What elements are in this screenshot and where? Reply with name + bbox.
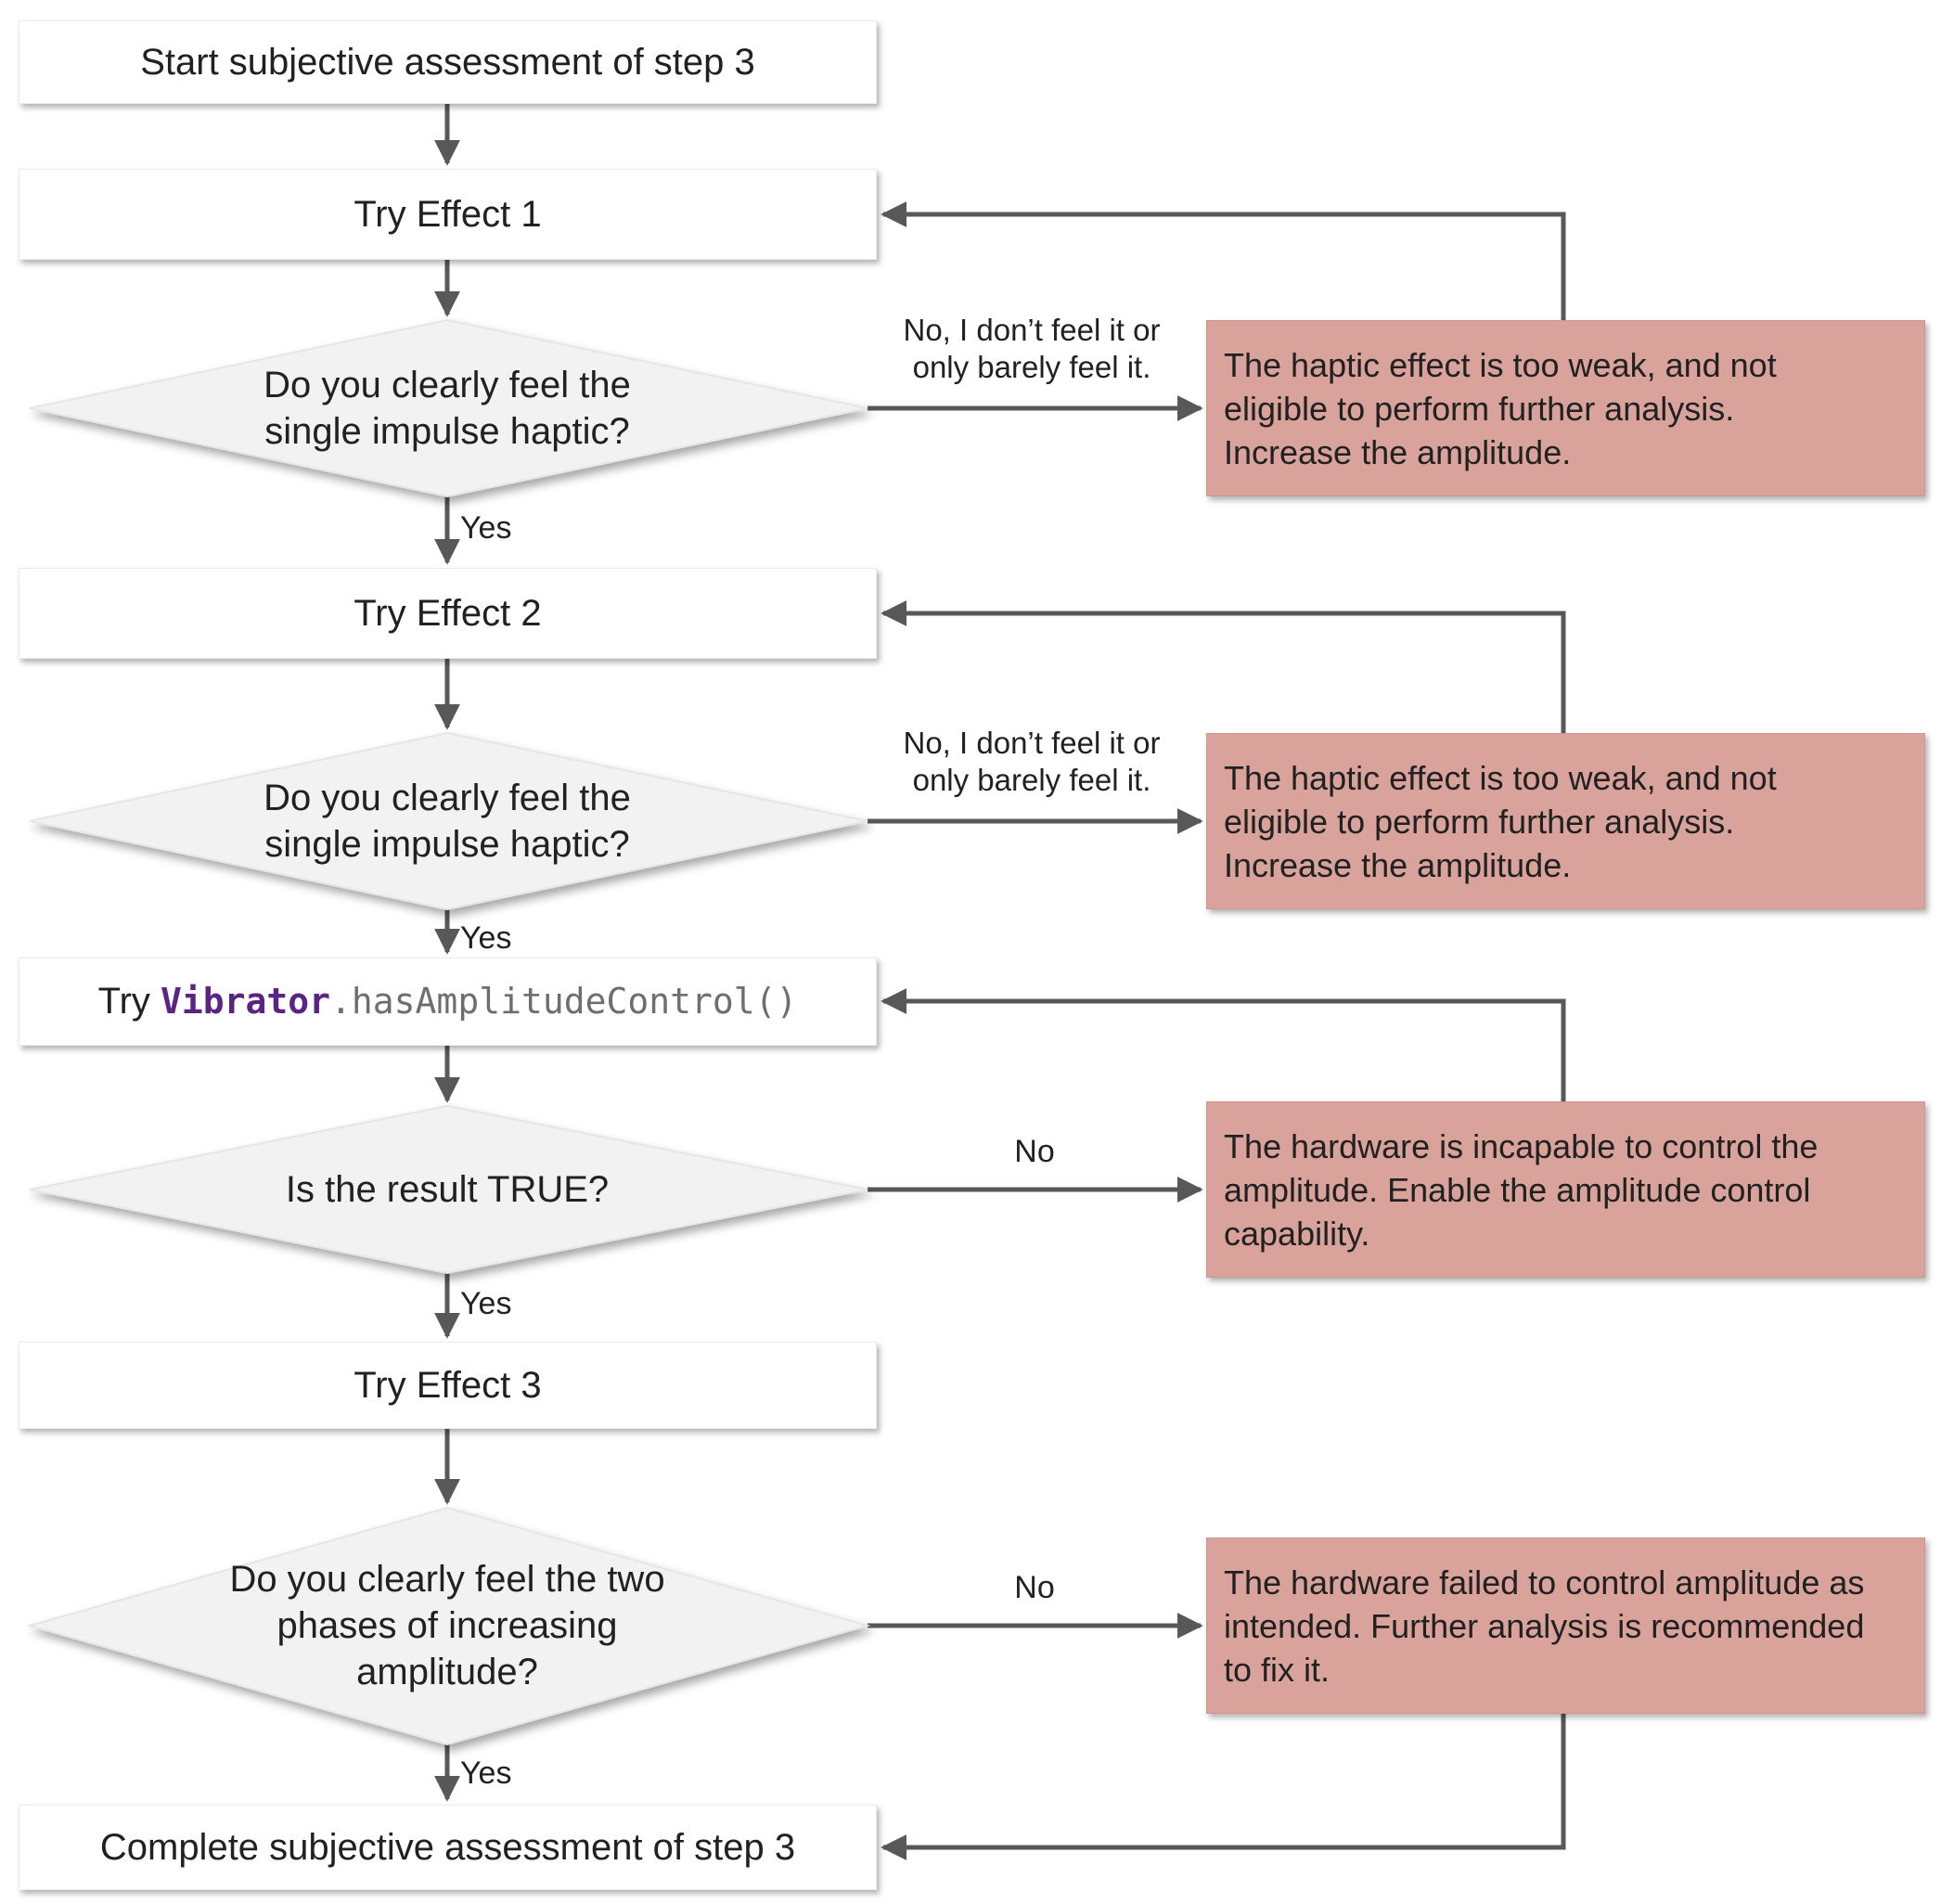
node-try-effect-1: Try Effect 1: [19, 169, 877, 260]
edge-label-no-2: No, I don’t feel it or only barely feel …: [903, 726, 1161, 797]
api-call-prefix: Try: [97, 981, 161, 1022]
node-complete: Complete subjective assessment of step 3: [19, 1805, 877, 1890]
node-try-effect-3: Try Effect 3: [19, 1342, 877, 1429]
node-try-effect-1-label: Try Effect 1: [353, 193, 542, 235]
fail-box-2-text: The haptic effect is too weak, and not e…: [1224, 758, 1777, 884]
decision-3-label: Is the result TRUE?: [285, 1169, 610, 1210]
node-complete-label: Complete subjective assessment of step 3: [99, 1826, 796, 1868]
node-start-label: Start subjective assessment of step 3: [140, 41, 755, 83]
edge-fail1-feedback-to-try1: [881, 201, 1566, 320]
fail-box-3-text: The hardware is incapable to control the…: [1224, 1126, 1819, 1253]
node-start: Start subjective assessment of step 3: [19, 20, 877, 104]
node-api-call: Try Vibrator.hasAmplitudeControl(): [19, 958, 877, 1046]
edge-label-no-1: No, I don’t feel it or only barely feel …: [903, 313, 1161, 384]
api-call-label: Try Vibrator.hasAmplitudeControl(): [98, 981, 798, 1023]
node-try-effect-3-label: Try Effect 3: [353, 1364, 542, 1406]
fail-box-1-text: The haptic effect is too weak, and not e…: [1224, 345, 1777, 471]
fail-box-2: The haptic effect is too weak, and not e…: [1206, 733, 1925, 909]
decision-1-label: Do you clearly feel the single impulse h…: [264, 365, 631, 452]
fail-box-4: The hardware failed to control amplitude…: [1206, 1537, 1925, 1714]
edge-label-yes-1: Yes: [460, 510, 512, 546]
decision-1-shape: [29, 318, 868, 498]
edge-fail2-feedback-to-try2: [881, 600, 1566, 733]
decision-3-shape: [29, 1104, 868, 1275]
edge-label-yes-4: Yes: [460, 1756, 512, 1791]
api-call-class: Vibrator: [161, 981, 331, 1022]
edge-fail4-feedback-to-complete: [881, 1714, 1566, 1860]
decision-2-label: Do you clearly feel the single impulse h…: [264, 778, 631, 865]
edge-label-no-4: No: [1014, 1570, 1055, 1605]
edge-label-yes-2: Yes: [460, 920, 512, 956]
fail-box-4-text: The hardware failed to control amplitude…: [1224, 1563, 1865, 1689]
decision-4-shape: [26, 1506, 871, 1746]
decision-2-shape: [29, 731, 868, 911]
edge-label-no-3: No: [1014, 1134, 1055, 1169]
decision-4-label: Do you clearly feel the two phases of in…: [229, 1559, 665, 1692]
fail-box-3: The hardware is incapable to control the…: [1206, 1101, 1925, 1278]
node-try-effect-2: Try Effect 2: [19, 568, 877, 659]
api-call-method: .hasAmplitudeControl(): [330, 981, 798, 1022]
edge-fail3-feedback-to-api: [881, 988, 1566, 1101]
fail-box-1: The haptic effect is too weak, and not e…: [1206, 320, 1925, 496]
edge-label-yes-3: Yes: [460, 1286, 512, 1321]
node-try-effect-2-label: Try Effect 2: [353, 592, 542, 634]
